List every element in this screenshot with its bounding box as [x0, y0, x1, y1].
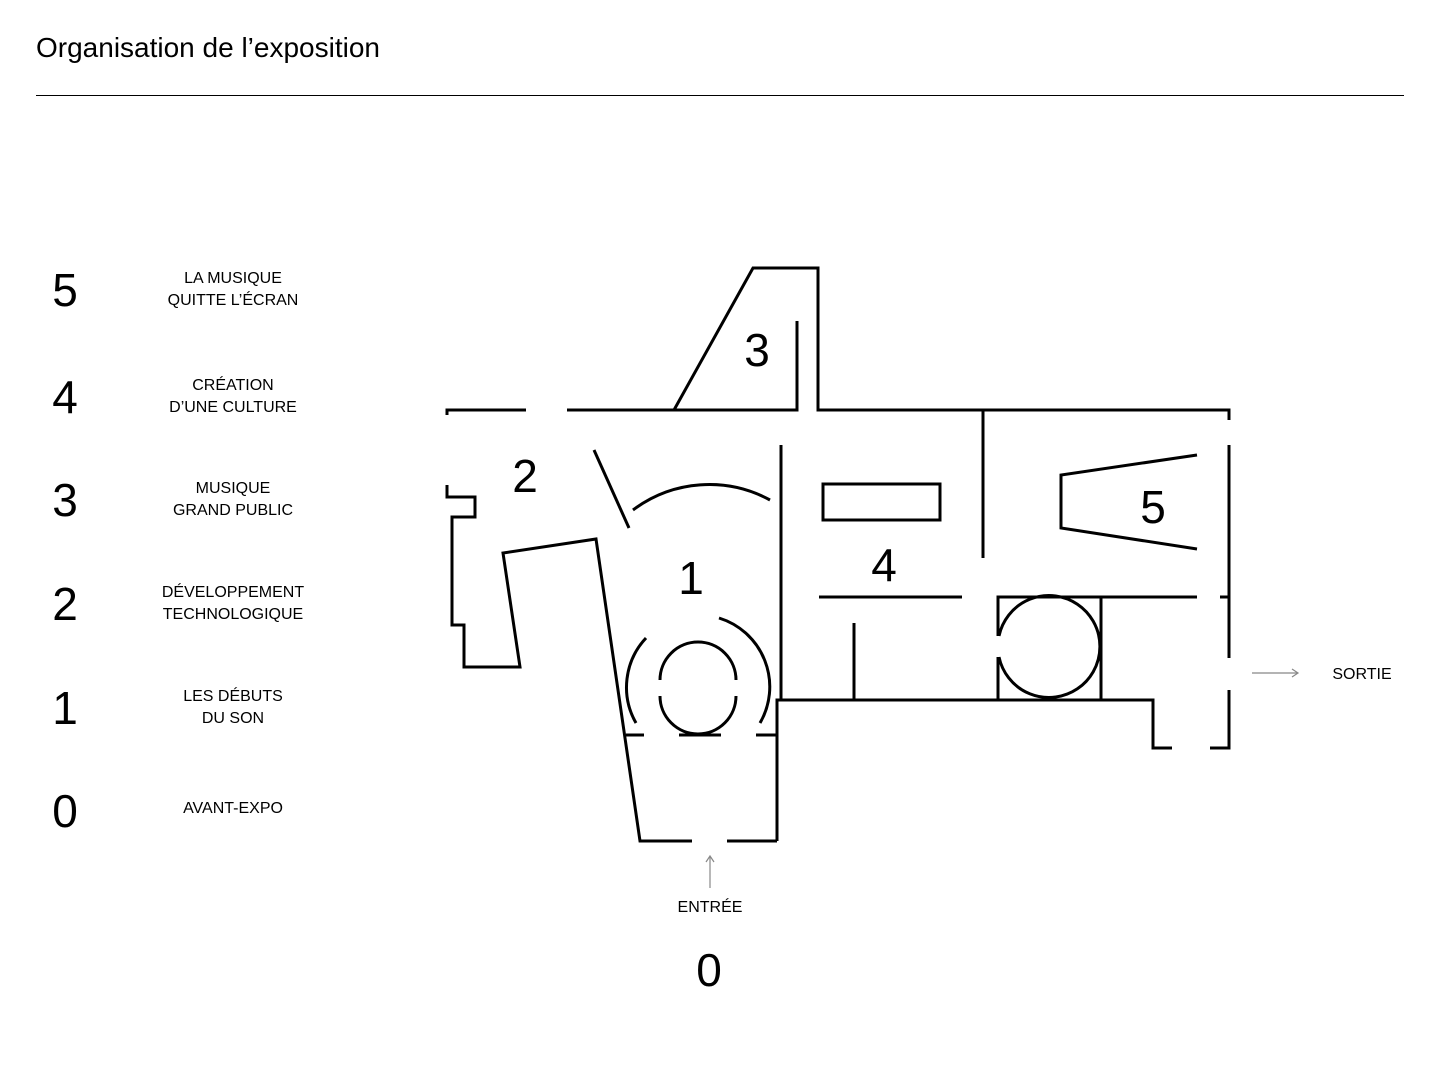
- legend-label: LES DÉBUTS DU SON: [133, 686, 333, 730]
- legend-item-1: 1 LES DÉBUTS DU SON: [40, 678, 300, 738]
- legend-item-3: 3 MUSIQUE GRAND PUBLIC: [40, 470, 300, 530]
- legend-label-line: DÉVELOPPEMENT: [161, 584, 305, 601]
- wall: [775, 698, 1172, 841]
- zone-3-label: 3: [744, 324, 770, 376]
- legend-number: 2: [52, 578, 78, 630]
- inner-circle: [658, 640, 738, 736]
- legend-number: 1: [52, 682, 78, 734]
- exit-arrow-icon: [1252, 668, 1300, 678]
- screen-room-5: [1059, 453, 1198, 551]
- partition: [592, 449, 631, 529]
- legend-label-line: MUSIQUE: [195, 480, 271, 497]
- wall: [1210, 690, 1231, 750]
- legend-item-2: 2 DÉVELOPPEMENT TECHNOLOGIQUE: [40, 574, 304, 634]
- legend-label-line: CRÉATION: [192, 377, 274, 394]
- zone-1-label: 1: [678, 552, 704, 604]
- entrance-arrow-icon: [705, 854, 715, 888]
- booth-circle: [997, 594, 1102, 699]
- arc-wall: [632, 483, 771, 512]
- legend-label-line: LES DÉBUTS: [183, 688, 283, 705]
- legend-label-line: QUITTE L’ÉCRAN: [167, 292, 299, 309]
- title-divider: [36, 95, 1404, 96]
- display-case: [821, 482, 942, 522]
- wall: [567, 321, 799, 412]
- zone-4-label: 4: [871, 539, 897, 591]
- legend-item-0: 0 AVANT-EXPO: [40, 781, 300, 841]
- legend-label-line: LA MUSIQUE: [184, 270, 282, 287]
- legend-label: MUSIQUE GRAND PUBLIC: [133, 478, 333, 522]
- legend-label: DÉVELOPPEMENT TECHNOLOGIQUE: [133, 582, 333, 626]
- legend-item-4: 4 CRÉATION D’UNE CULTURE: [40, 367, 300, 427]
- wall: [445, 485, 692, 843]
- legend-label: CRÉATION D’UNE CULTURE: [133, 375, 333, 419]
- legend-label-line: D’UNE CULTURE: [169, 399, 297, 416]
- zone-5-label: 5: [1140, 481, 1166, 533]
- walls: [445, 266, 1231, 843]
- legend-label: AVANT-EXPO: [133, 798, 333, 820]
- legend-label-line: DU SON: [201, 710, 265, 727]
- page-title: Organisation de l’exposition: [36, 32, 380, 63]
- legend-number: 5: [52, 264, 78, 316]
- legend-label-line: TECHNOLOGIQUE: [162, 606, 304, 623]
- legend-label: LA MUSIQUE QUITTE L’ÉCRAN: [133, 268, 333, 312]
- outer-arc: [625, 636, 648, 724]
- entrance-label: ENTRÉE: [678, 897, 743, 916]
- wall: [445, 408, 526, 415]
- exit-label: SORTIE: [1332, 666, 1391, 683]
- legend-number: 0: [52, 785, 78, 837]
- wall-room-3: [672, 266, 1231, 420]
- legend-number: 3: [52, 474, 78, 526]
- zone-2-label: 2: [512, 450, 538, 502]
- zone-0-label: 0: [696, 944, 722, 996]
- legend-label-line: AVANT-EXPO: [183, 800, 283, 817]
- legend-item-5: 5 LA MUSIQUE QUITTE L’ÉCRAN: [40, 260, 300, 320]
- legend-number: 4: [52, 371, 78, 423]
- outer-arc: [718, 616, 772, 724]
- legend-label-line: GRAND PUBLIC: [172, 502, 294, 519]
